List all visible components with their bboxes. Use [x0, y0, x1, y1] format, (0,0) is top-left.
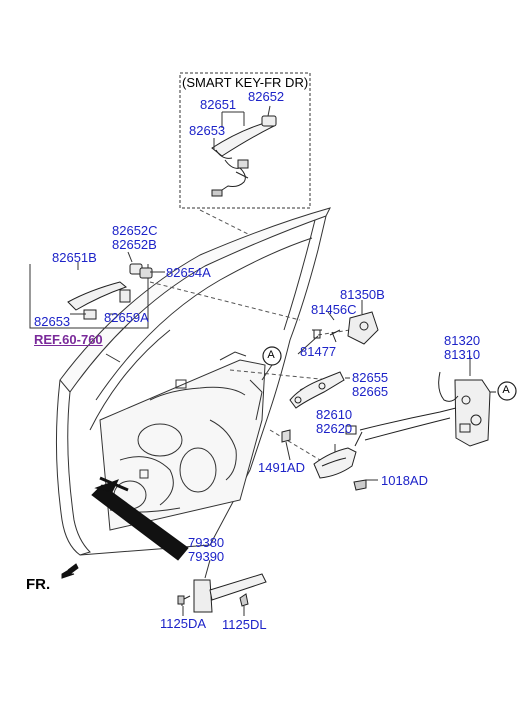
- door-frame-drawing: [55, 207, 331, 556]
- inside-handle-82610-drawing: [313, 444, 357, 479]
- part-label-82653-smartkey[interactable]: 82653: [189, 123, 226, 138]
- part-label-82651[interactable]: 82651: [200, 97, 237, 112]
- part-label-82651b[interactable]: 82651B: [52, 250, 97, 265]
- part-label-81320[interactable]: 81320: [444, 333, 481, 348]
- part-label-82652[interactable]: 82652: [248, 89, 285, 104]
- part-label-82655[interactable]: 82655: [352, 370, 389, 385]
- bracket-81350b-drawing: [347, 300, 379, 345]
- door-inner-panel: [99, 351, 266, 531]
- part-label-82652c[interactable]: 82652C: [112, 223, 158, 238]
- part-label-1018ad[interactable]: 1018AD: [381, 473, 428, 488]
- part-label-81456c[interactable]: 81456C: [311, 302, 357, 317]
- part-label-82652b[interactable]: 82652B: [112, 237, 157, 252]
- label-leaders: [70, 251, 471, 461]
- part-label-82620[interactable]: 82620: [316, 421, 353, 436]
- part-label-81310[interactable]: 81310: [444, 347, 481, 362]
- screws-drawing: [281, 329, 378, 491]
- inside-handle-82655-drawing: [289, 371, 350, 409]
- part-label-79390[interactable]: 79390: [188, 549, 225, 564]
- callout-a-latch: A: [502, 384, 510, 396]
- fr-arrow: [61, 563, 79, 579]
- part-label-1125dl[interactable]: 1125DL: [222, 617, 267, 632]
- part-label-82653-left[interactable]: 82653: [34, 314, 71, 329]
- smart-key-box: [179, 72, 311, 209]
- reference-link[interactable]: REF.60-760: [34, 332, 103, 347]
- part-label-82654a[interactable]: 82654A: [166, 265, 211, 280]
- front-direction-label: FR.: [26, 576, 51, 593]
- latch-rod-drawing: [345, 407, 457, 447]
- smart-key-handle-drawing: [211, 115, 277, 197]
- part-label-82610[interactable]: 82610: [316, 407, 353, 422]
- part-label-81350b[interactable]: 81350B: [340, 287, 385, 302]
- part-label-82659a[interactable]: 82659A: [104, 310, 149, 325]
- door-check-drawing: [177, 559, 267, 616]
- part-label-1125da[interactable]: 1125DA: [160, 616, 207, 631]
- door-latch-drawing: [438, 371, 517, 447]
- callout-a-panel: A: [267, 349, 275, 361]
- part-label-82665[interactable]: 82665: [352, 384, 389, 399]
- smart-key-leaders: [213, 105, 271, 150]
- part-label-81477[interactable]: 81477: [300, 344, 337, 359]
- smart-key-title: (SMART KEY-FR DR): [182, 75, 309, 90]
- part-label-79380[interactable]: 79380: [188, 535, 225, 550]
- part-label-1491ad[interactable]: 1491AD: [258, 460, 305, 475]
- handle-82651b-drawing: [29, 263, 165, 329]
